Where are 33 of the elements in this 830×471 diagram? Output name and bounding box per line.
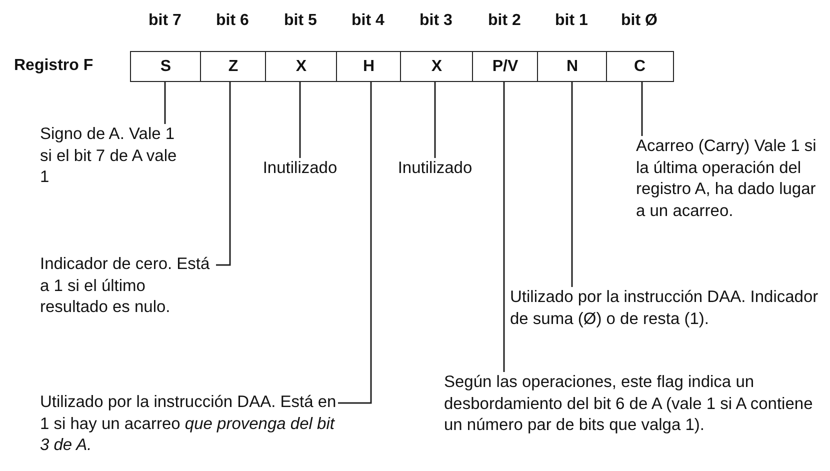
flag-cell: P/V xyxy=(472,51,538,82)
annotation-text: Inutilizado xyxy=(250,158,350,180)
annotation-text: Acarreo (Carry) Vale 1 si la última operación del registro A, ha dado lugar a un acarreo. xyxy=(636,136,826,222)
flag-cell: S xyxy=(130,51,202,82)
bit-label: bit 6 xyxy=(216,12,249,30)
leader-line xyxy=(338,82,372,404)
bit-label: bit 1 xyxy=(555,12,588,30)
annotation-text: Inutilizado xyxy=(385,158,485,180)
leader-line xyxy=(299,82,301,158)
bit-label: bit 3 xyxy=(420,12,452,30)
flag-cell: X xyxy=(265,51,338,82)
leader-line xyxy=(503,82,505,372)
leader-line xyxy=(216,82,231,266)
bit-label: bit Ø xyxy=(621,12,658,30)
flag-cell: Z xyxy=(200,51,266,82)
bit-label: bit 7 xyxy=(148,12,182,30)
leader-line xyxy=(641,82,643,136)
annotation-text: Utilizado por la instrucción DAA. Está en 1 si hay un acarreo que provenga del bit 3 de A. xyxy=(40,392,338,456)
annotation-text: Utilizado por la instrucción DAA. Indicador de suma (Ø) o de resta (1). xyxy=(510,287,828,330)
register-label: Registro F xyxy=(14,57,94,75)
annotation-text: Indicador de cero. Está a 1 si el último resultado es nulo. xyxy=(40,254,216,318)
flag-cell: C xyxy=(606,51,674,82)
leader-line xyxy=(434,82,436,158)
leader-line xyxy=(164,82,166,124)
annotation-text: Según las operaciones, este flag indica un desbordamiento del bit 6 de A (vale 1 si A contiene un número par de bits que valga 1). xyxy=(444,372,824,436)
bit-label: bit 4 xyxy=(352,12,384,30)
annotation-text: Signo de A. Vale 1 si el bit 7 de A vale 1 xyxy=(40,124,190,188)
flag-cell: X xyxy=(400,51,474,82)
flag-cell: N xyxy=(537,51,608,82)
flag-cell: H xyxy=(336,51,402,82)
bit-label: bit 2 xyxy=(488,12,521,30)
bit-label: bit 5 xyxy=(284,12,317,30)
leader-line xyxy=(571,82,573,287)
